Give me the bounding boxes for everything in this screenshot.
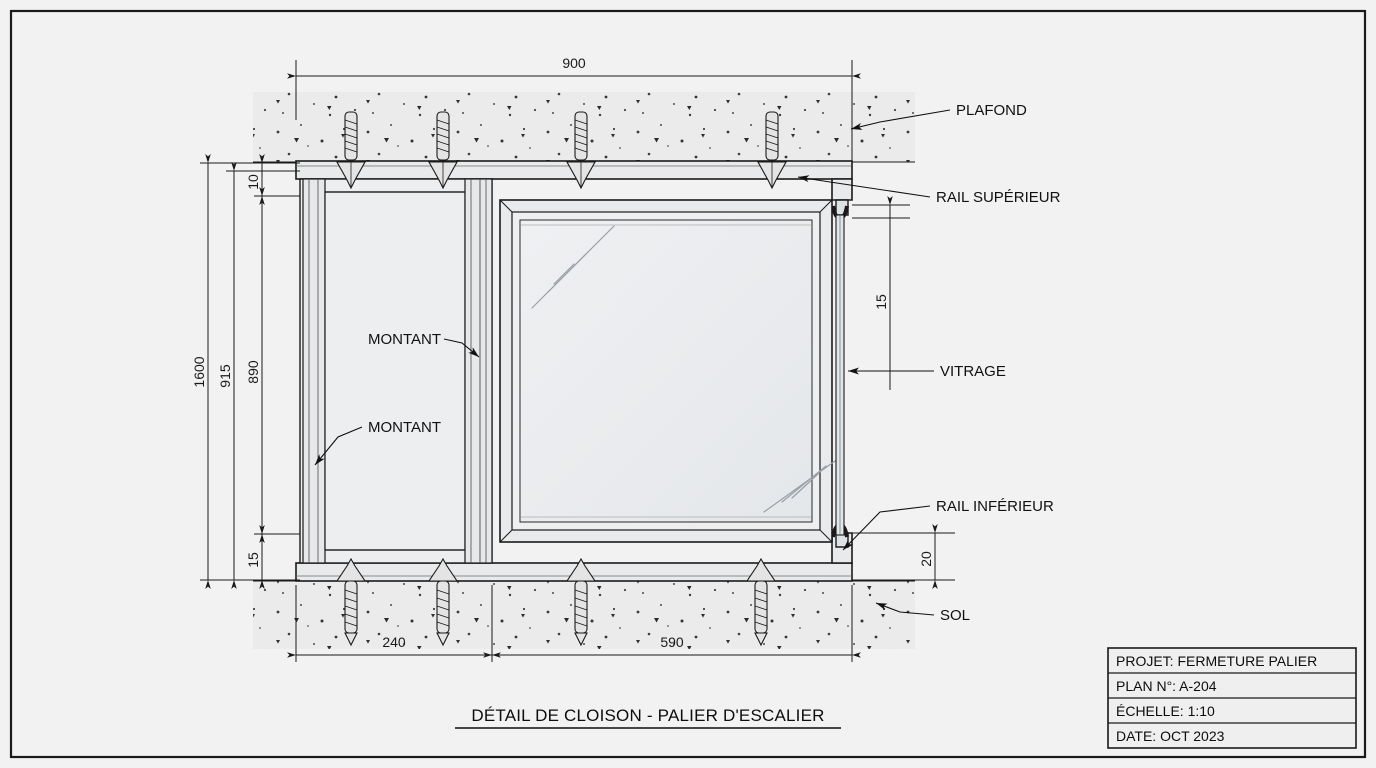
annotation-vitrage: VITRAGE [940, 363, 1006, 380]
dimension-glazing-width-text: 590 [660, 634, 684, 650]
dimension-lower-rail-height-text: 20 [918, 551, 934, 567]
dimension-top-rail-depth-text: 10 [245, 174, 261, 190]
dimension-left-chain [200, 154, 300, 589]
left-panel-assembly [299, 178, 493, 564]
leader-rail-inferieur [842, 505, 931, 551]
leader-sol [875, 602, 935, 616]
dimension-bottom-chain [287, 585, 861, 662]
glass-pane [519, 219, 813, 523]
dimension-frame-height-text: 915 [217, 364, 233, 388]
leader-montant-lower [314, 426, 363, 466]
drawing-title: DÉTAIL DE CLOISON - PALIER D'ESCALIER [471, 706, 824, 725]
annotation-sol: SOL [940, 607, 970, 624]
annotation-plafond: PLAFOND [956, 102, 1027, 119]
dimension-upper-rail-engagement-text: 15 [873, 294, 889, 310]
dimension-panel-width-text: 240 [382, 634, 406, 650]
dimension-overall-width [287, 60, 861, 170]
annotation-montant-upper: MONTANT [368, 331, 441, 348]
annotation-rail-superieur: RAIL SUPÉRIEUR [936, 189, 1061, 206]
leader-plafond [850, 109, 951, 130]
leader-montant-upper [443, 338, 480, 358]
annotation-montant-lower: MONTANT [368, 419, 441, 436]
title-block: PROJET: FERMETURE PALIER PLAN N°: A-204 … [1107, 647, 1357, 749]
dimension-overall-height-text: 1600 [191, 356, 207, 387]
floor-fasteners [335, 557, 777, 647]
dimension-panel-clear-height-text: 890 [245, 360, 261, 384]
glass-reflection-bottom [763, 455, 843, 513]
title-block-date: DATE: OCT 2023 [1116, 728, 1225, 744]
glass-reflection-top [531, 225, 615, 309]
vitrage-panel [499, 199, 845, 543]
dimension-bottom-gap-text: 15 [245, 552, 261, 568]
title-block-echelle: ÉCHELLE: 1:10 [1116, 703, 1215, 719]
annotation-leaders [314, 109, 951, 616]
title-block-projet: PROJET: FERMETURE PALIER [1116, 653, 1317, 669]
sheet-border [9, 9, 1367, 759]
dimension-overall-width-text: 900 [562, 55, 586, 71]
annotation-rail-inferieur: RAIL INFÉRIEUR [936, 498, 1054, 515]
ceiling-fasteners [336, 111, 787, 190]
leader-rail-superieur [797, 175, 931, 198]
title-block-plan-no: PLAN N°: A-204 [1116, 678, 1217, 694]
dimension-right-chain [852, 196, 955, 589]
